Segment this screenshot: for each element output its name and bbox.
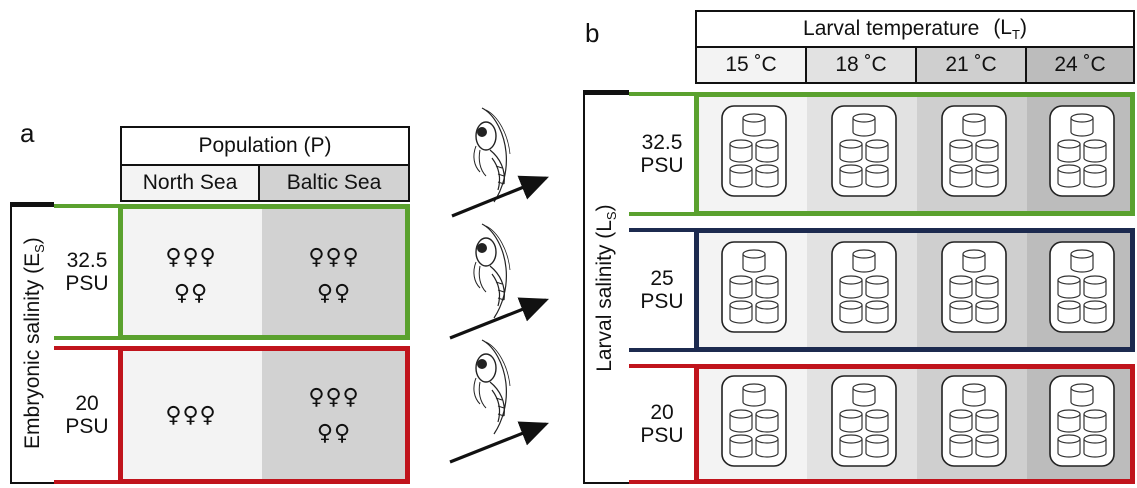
arrow-icon [449,421,549,464]
embryonic-salinity-bar [10,202,54,484]
container-stack-icon [721,241,787,333]
container-stack-icon [721,105,787,197]
larval-salinity-bar [583,90,629,484]
container-stack-icon [941,105,1007,197]
container-stack-icon [1049,241,1115,333]
population-baltic-sea: Baltic Sea [258,164,410,202]
population-north-sea: North Sea [120,164,260,202]
container-stack-icon [831,241,897,333]
arrow-icon [449,297,549,340]
container-stack-icon [831,105,897,197]
panel-a-letter: a [20,118,35,148]
females-baltic-32: ♀♀♀♀♀ [308,245,360,306]
embryonic-row-32-box [118,204,410,340]
females-north-32: ♀♀♀♀♀ [165,245,217,306]
container-stack-icon [831,375,897,467]
arrow-icon [451,175,549,218]
females-north-20: ♀♀♀ [165,403,217,428]
temp-15: 15 ˚C [695,46,807,84]
panel-b-letter: b [585,18,600,48]
temp-21: 21 ˚C [915,46,1027,84]
females-baltic-20: ♀♀♀♀♀ [308,385,360,446]
temp-18: 18 ˚C [805,46,917,84]
temp-24: 24 ˚C [1025,46,1135,84]
container-stack-icon [721,375,787,467]
container-stack-icon [1049,375,1115,467]
embryonic-row-20-box [118,346,410,484]
container-stack-icon [941,375,1007,467]
container-stack-icon [941,241,1007,333]
container-stack-icon [1049,105,1115,197]
